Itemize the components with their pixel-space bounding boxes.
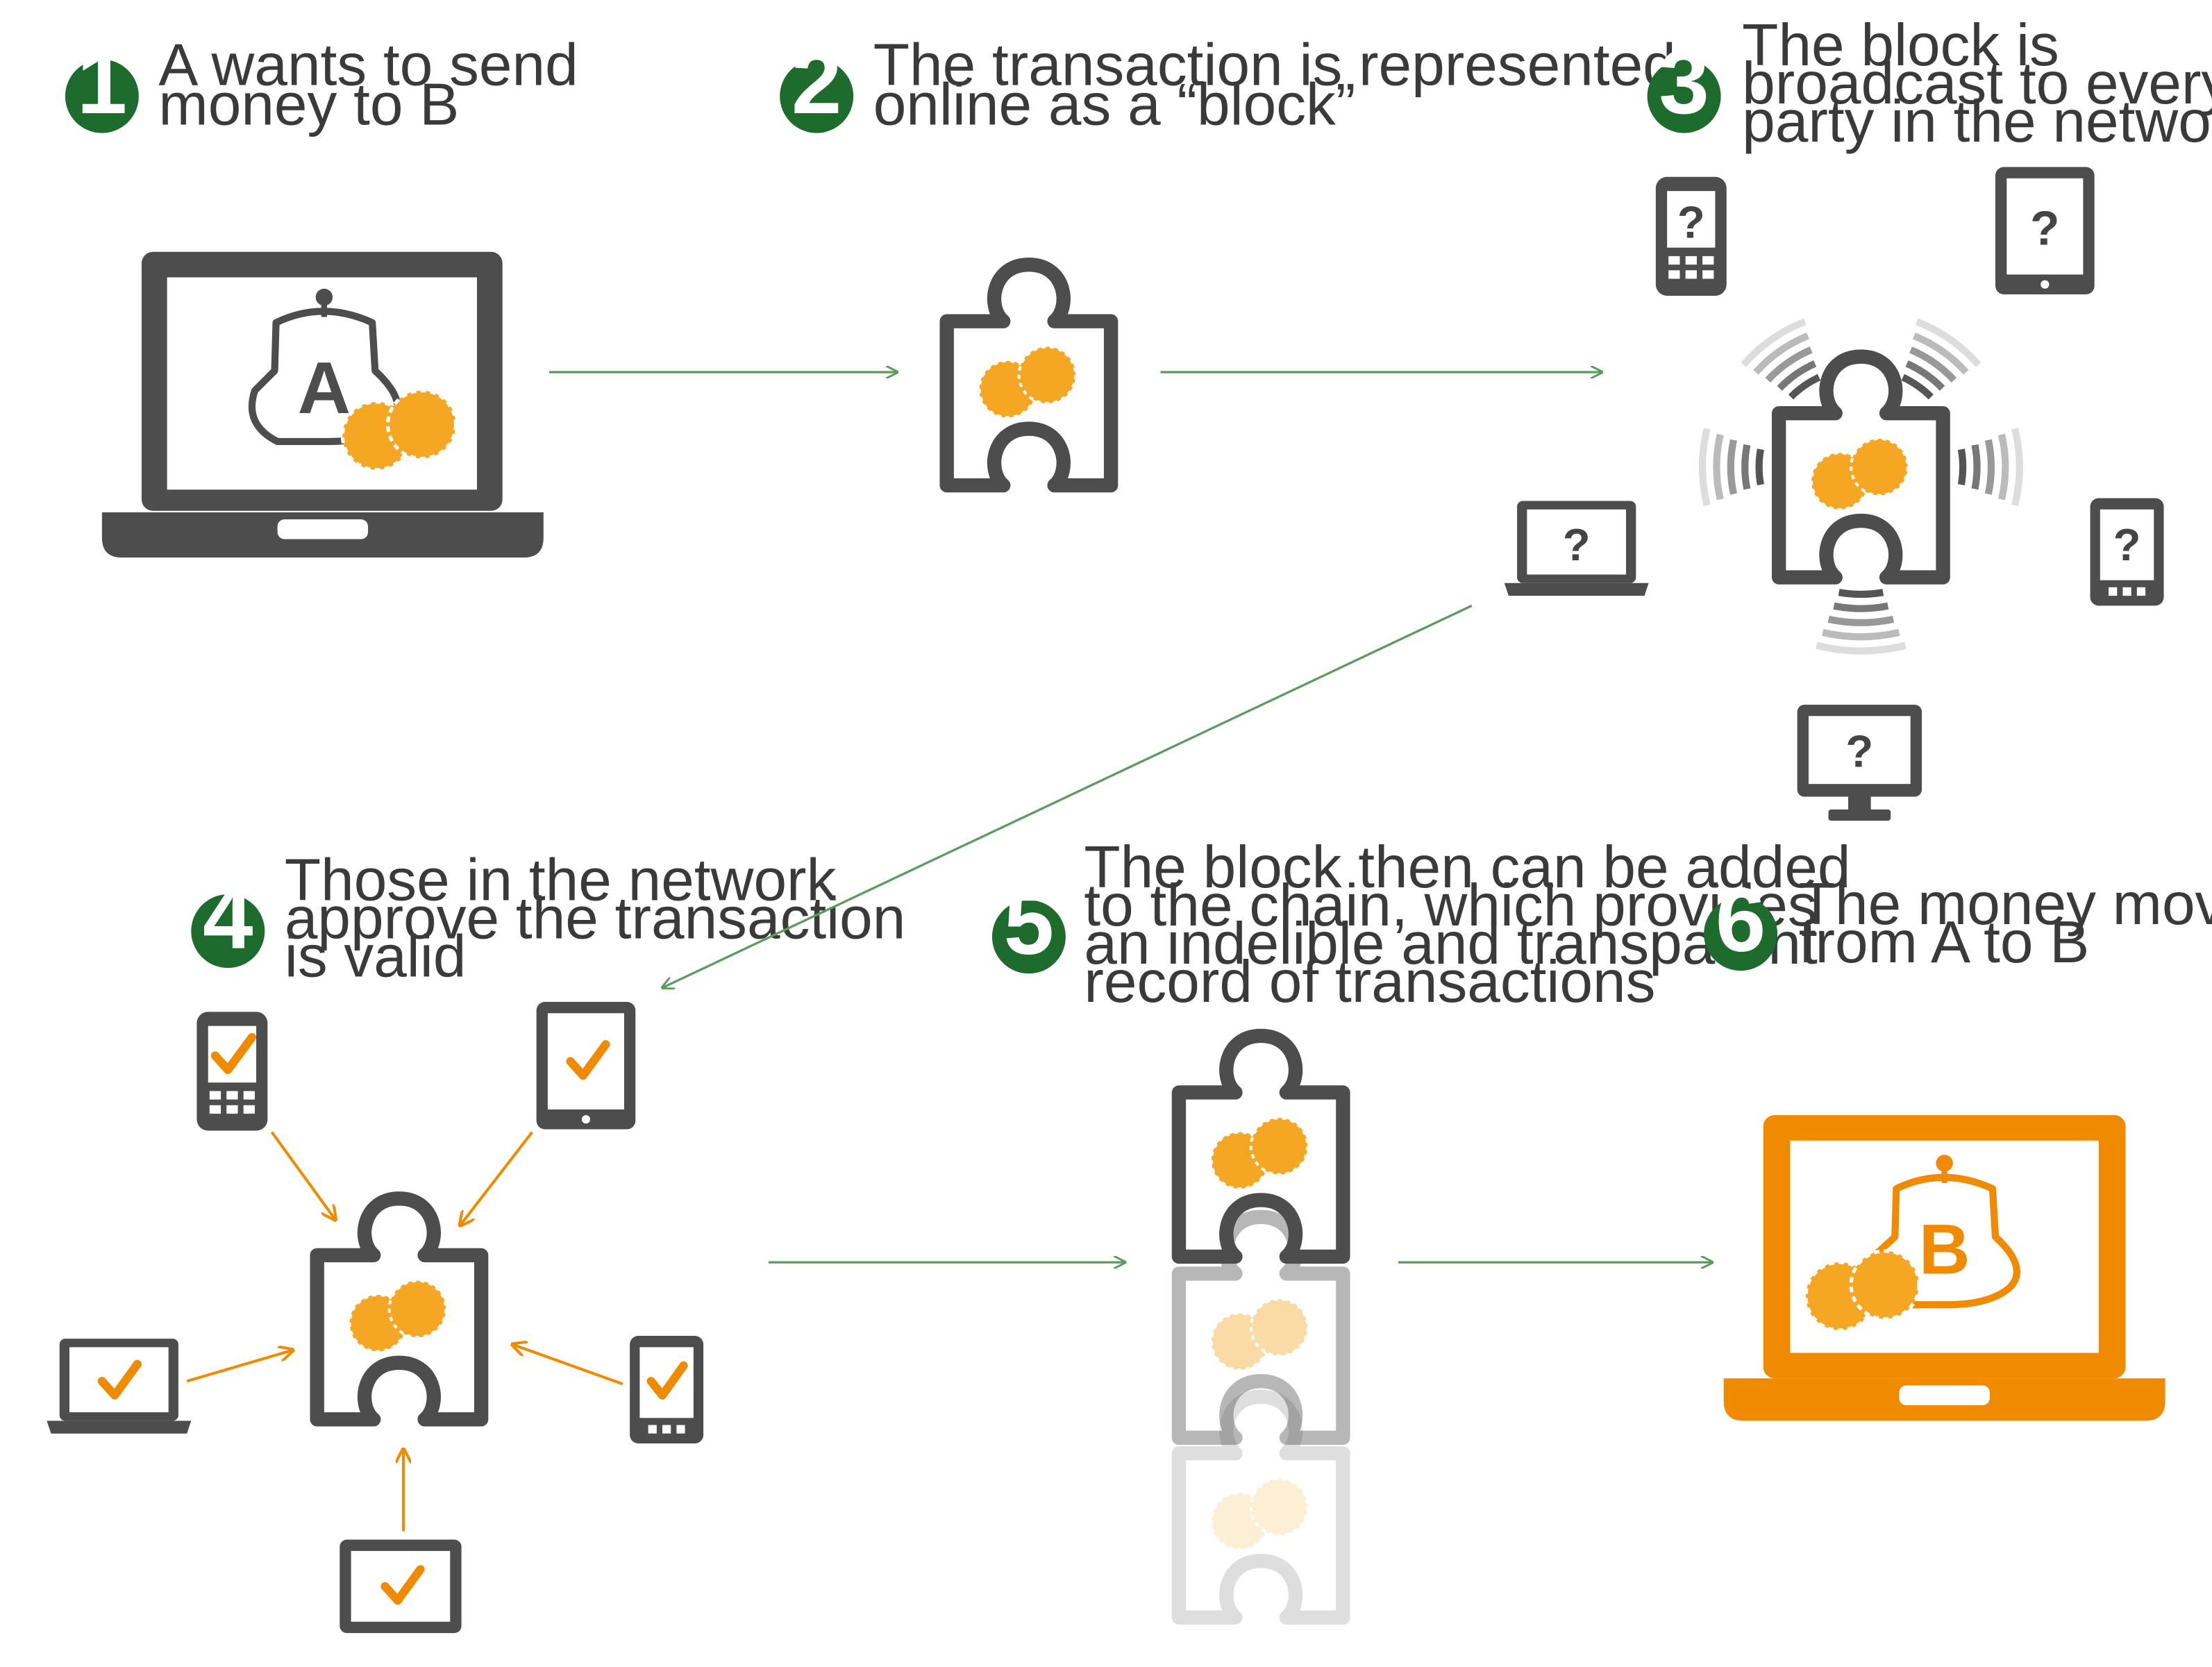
tablet-icon: ? — [1995, 167, 2095, 294]
signal-wave-arc — [1727, 439, 1737, 495]
signal-wave-arc — [1777, 360, 1817, 391]
approval-laptop-icon — [47, 1339, 192, 1434]
approval-feature-phone-icon — [196, 1012, 268, 1131]
signal-wave-arc — [2011, 428, 2023, 507]
step-number: 2 — [791, 31, 842, 133]
step-number-badge — [991, 900, 1066, 974]
step-description-line: Those in the network — [285, 847, 837, 913]
smartphone-icon: ? — [2090, 498, 2164, 606]
signal-wave-arc — [1755, 449, 1764, 485]
approval-tablet-icon — [536, 1002, 636, 1130]
step-number-badge — [780, 59, 854, 133]
pending-mark: ? — [1563, 519, 1591, 570]
signal-wave-arc — [1912, 332, 1969, 375]
signal-wave-arc — [1822, 628, 1900, 641]
step-number-badge — [65, 59, 139, 133]
laptop-icon: ? — [1504, 501, 1649, 596]
pending-mark: ? — [1845, 726, 1873, 777]
approval-arrow-laptop — [186, 1350, 293, 1383]
step-description-line: The money moves — [1799, 871, 2212, 937]
approval-arrow-tablet — [460, 1131, 534, 1226]
signal-wave-arc — [1741, 444, 1751, 490]
step-description-line: approve the transaction — [285, 885, 906, 951]
signal-wave-arc — [1765, 346, 1813, 383]
signal-wave-arc — [1788, 374, 1821, 400]
step-number: 3 — [1659, 31, 1709, 133]
receiver-laptop-icon: B — [1723, 1115, 2165, 1421]
step-number: 6 — [1716, 869, 1766, 971]
signal-wave-arc — [1901, 374, 1934, 400]
block-chain — [1179, 1036, 1343, 1618]
step-description-line: is valid — [285, 923, 467, 989]
step-description-line: party in the network — [1742, 89, 2212, 155]
step-description-line: broadcast to every — [1742, 51, 2212, 117]
step-description-line: money to B — [158, 72, 459, 137]
step-number-badge — [1704, 897, 1778, 971]
signal-wave-arc — [1816, 642, 1907, 655]
pending-mark: ? — [2030, 201, 2059, 256]
checkmark-icon — [380, 1565, 425, 1605]
checkmark-icon — [646, 1361, 688, 1400]
signal-wave-arc — [1833, 602, 1889, 612]
wallet-b-letter: B — [1919, 1209, 1970, 1289]
signal-wave-arc — [1909, 346, 1957, 383]
step-description-line: The transaction is represented — [873, 32, 1676, 98]
step-description-line: an indelible and transparent — [1084, 911, 1818, 977]
checkmark-icon — [97, 1359, 142, 1400]
approval-arrow-phone — [270, 1131, 335, 1220]
step-number: 4 — [203, 866, 253, 968]
signal-wave-arc — [1998, 433, 2009, 501]
checkmark-icon — [566, 1040, 610, 1080]
signal-wave-arc — [1753, 332, 1809, 375]
signal-wave-arc — [1971, 444, 1981, 490]
step-description-line: online as a “block” — [873, 72, 1356, 137]
signal-wave-arc — [1905, 360, 1945, 391]
signal-wave-arc — [1827, 615, 1895, 626]
checkmark-icon — [210, 1032, 257, 1074]
step-description-line: A wants to send — [158, 32, 578, 98]
step-description-line: record of transactions — [1084, 949, 1655, 1015]
step-number-badge — [1647, 59, 1721, 133]
feature-phone-icon: ? — [1655, 176, 1727, 296]
signal-wave-arc — [1741, 318, 1807, 367]
wallet-a-letter: A — [298, 347, 351, 429]
signal-wave-arc — [1838, 589, 1884, 598]
approval-smartphone-icon — [630, 1336, 704, 1443]
broadcast-signal-waves — [1699, 318, 2023, 655]
step-6: 6 The money movesfrom A to B — [1704, 869, 2212, 975]
step-number: 1 — [77, 31, 128, 133]
approved-block-puzzle-icon — [317, 1198, 481, 1419]
step-description-line: The block is — [1742, 12, 2059, 78]
signal-wave-arc — [1984, 439, 1995, 495]
step-number: 5 — [1004, 872, 1055, 973]
step-description-line: from A to B — [1799, 910, 2090, 975]
signal-wave-arc — [1713, 433, 1724, 501]
pending-mark: ? — [2113, 519, 2141, 570]
pending-mark: ? — [1677, 196, 1705, 247]
desktop-monitor-icon: ? — [1797, 705, 1922, 821]
signal-wave-arc — [1915, 318, 1981, 367]
approval-arrow-smartphone — [512, 1344, 623, 1386]
step-number-badge — [191, 894, 265, 969]
step-description-line: The block then can be added — [1084, 835, 1850, 900]
block-puzzle-icon — [947, 265, 1111, 485]
step-description-line: to the chain, which provides — [1084, 873, 1817, 939]
signal-wave-arc — [1957, 449, 1967, 485]
approval-monitor-icon — [340, 1539, 462, 1634]
signal-wave-arc — [1699, 428, 1711, 507]
flow-arrow-3-4 — [662, 604, 1473, 987]
sender-laptop-icon: A — [101, 251, 544, 558]
